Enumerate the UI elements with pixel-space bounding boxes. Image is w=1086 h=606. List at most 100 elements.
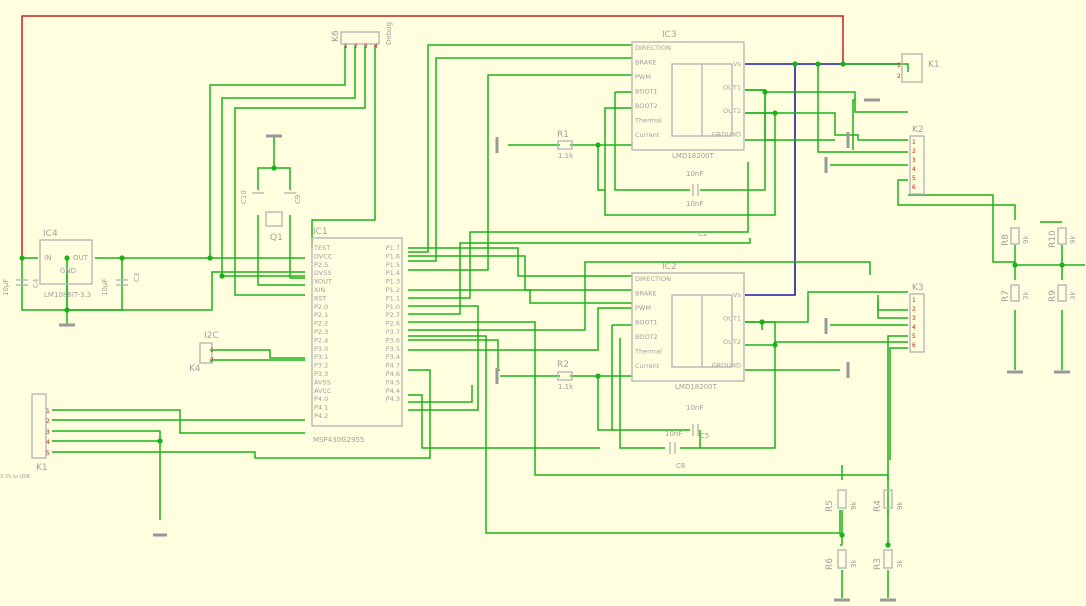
resistor-r5[interactable]: R5 9k — [825, 489, 858, 512]
k1-usb-pin-2: 2 — [46, 418, 50, 425]
capacitor-c3[interactable]: C3 10µF — [101, 273, 141, 296]
pin-label: XIN — [314, 286, 325, 294]
q1-body — [265, 211, 283, 227]
c3-ref: C3 — [133, 273, 141, 282]
i2c-body — [199, 342, 213, 364]
connector-k3[interactable]: K3 1 2 3 4 5 6 — [909, 283, 925, 353]
ic4-regulator[interactable]: IC4 IN OUT GND LM1086IT-3.3 — [39, 229, 93, 299]
connector-k1-power[interactable]: K1 1 2 — [897, 53, 940, 83]
r6-body — [837, 549, 847, 569]
resistor-r1[interactable]: R1 1.1k — [557, 130, 574, 160]
c2-ref: C2 — [698, 230, 707, 238]
junction — [64, 255, 70, 261]
ic4-pin-out: OUT — [73, 254, 89, 262]
ic3-lmd18200[interactable]: IC3 LMD18200T DIRECTIONBRAKEPWMBOOT1BOOT… — [631, 30, 745, 160]
junction — [157, 438, 163, 444]
k2-pin-1: 1 — [912, 139, 916, 146]
k2-pin-4: 4 — [912, 166, 916, 173]
net-ic3-k2 — [830, 63, 909, 166]
capacitor-c1[interactable]: 10nF — [686, 170, 703, 196]
resistor-r8[interactable]: R8 9k — [1001, 227, 1030, 246]
connector-i2c[interactable]: I2C K4 1 2 — [189, 331, 219, 374]
resistor-r7[interactable]: R7 3k — [1001, 284, 1030, 302]
net-ic2-boot — [612, 321, 776, 449]
r2-value: 1.1k — [558, 383, 574, 391]
ic3-outline — [631, 41, 745, 151]
k4-ref: K4 — [189, 364, 201, 374]
net-ic2-current — [500, 325, 690, 431]
r2-body — [557, 371, 573, 381]
k1-usb-pin-1: 1 — [46, 408, 50, 415]
crystal-q1[interactable]: Q1 — [265, 211, 283, 243]
junction — [759, 319, 765, 325]
net-ic1-misc-6 — [408, 321, 889, 515]
ic1-left-pins: TESTDVCCP2.5DVSSXOUTXINRSTP2.0P2.1P2.2P2… — [313, 244, 333, 420]
resistor-r9[interactable]: R9 3k — [1048, 284, 1077, 302]
connector-k1-usb[interactable]: K1 3.3V to USB 1 2 3 4 5 — [0, 393, 50, 480]
pin-label: P1.1 — [386, 294, 400, 302]
k3-body — [909, 293, 925, 353]
capacitor-c10[interactable]: C10 — [240, 190, 264, 204]
connector-k6[interactable]: K6 Debug 1 2 3 4 — [331, 22, 393, 50]
r6-ref: R6 — [825, 558, 835, 570]
k1-power-pin-1: 1 — [897, 62, 901, 69]
net-vin-red — [21, 15, 844, 258]
junction — [219, 273, 225, 279]
net-ic1-misc-5 — [408, 335, 841, 534]
resistor-r3[interactable]: R3 3k — [873, 549, 904, 570]
connector-k2[interactable]: K2 1 2 3 4 5 6 — [909, 125, 925, 195]
junction — [119, 255, 125, 261]
pin-label: BOOT2 — [635, 333, 658, 341]
k1-usb-ref: K1 — [36, 463, 48, 473]
net-wires — [21, 15, 1085, 598]
pin-label: P3.5 — [386, 345, 400, 353]
k1-power-ref: K1 — [928, 60, 940, 70]
capacitor-c4[interactable]: C4 10µF — [2, 278, 40, 296]
c6-value: 10nF — [665, 430, 682, 438]
capacitor-c5[interactable]: 10nF C5 — [686, 404, 709, 440]
q1-ref: Q1 — [270, 233, 283, 243]
junction — [792, 61, 798, 67]
pin-label: PWM — [635, 73, 651, 81]
k2-body — [909, 135, 925, 195]
k2-pin-6: 6 — [912, 184, 916, 191]
ic3-value: LMD18200T — [672, 152, 715, 160]
capacitor-c9[interactable]: C9 — [284, 192, 302, 204]
k2-pin-2: 2 — [912, 148, 916, 155]
r8-ref: R8 — [1001, 234, 1011, 246]
resistor-r2[interactable]: R2 1.1k — [557, 360, 574, 391]
pin-label: DVCC — [314, 252, 333, 260]
resistor-r6[interactable]: R6 3k — [825, 549, 858, 570]
resistor-r10[interactable]: R10 9k — [1048, 227, 1077, 248]
pin-label: Vs — [733, 60, 741, 68]
ic1-msp430[interactable]: IC1 MSP430G2955 TESTDVCCP2.5DVSSXOUTXINR… — [311, 227, 403, 444]
r8-value: 9k — [1022, 235, 1030, 244]
ic4-pin-in: IN — [44, 254, 51, 262]
r3-ref: R3 — [873, 558, 883, 570]
net-ic1-misc-2 — [408, 238, 751, 315]
ic2-outline — [631, 272, 745, 382]
pin-label: P2.2 — [314, 320, 328, 328]
net-ic1-misc-4 — [408, 307, 632, 371]
resistor-r4[interactable]: R4 9k — [873, 489, 904, 512]
r7-value: 3k — [1022, 291, 1030, 300]
k1-power-pin-2: 2 — [897, 73, 901, 80]
ic2-lmd18200[interactable]: IC2 LMD18200T DIRECTIONBRAKEPWMBOOT1BOOT… — [631, 262, 745, 391]
junction — [64, 307, 70, 313]
k6-pin-4: 4 — [374, 43, 378, 50]
net-k2-divider — [897, 179, 1085, 370]
capacitor-c2[interactable]: 10nF C2 — [686, 200, 707, 238]
pin-label: Thermal — [634, 117, 662, 125]
capacitor-c6[interactable]: 10nF C6 — [665, 430, 686, 470]
junctions — [19, 61, 1065, 548]
ic4-outline — [39, 239, 93, 285]
pin-label: P2.5 — [314, 261, 328, 269]
k2-pin-5: 5 — [912, 175, 916, 182]
pin-label: P3.1 — [314, 353, 328, 361]
r9-value: 3k — [1069, 291, 1077, 300]
ic1-value: MSP430G2955 — [313, 436, 364, 444]
r4-value: 9k — [896, 501, 904, 510]
pin-label: P3.2 — [314, 362, 328, 370]
